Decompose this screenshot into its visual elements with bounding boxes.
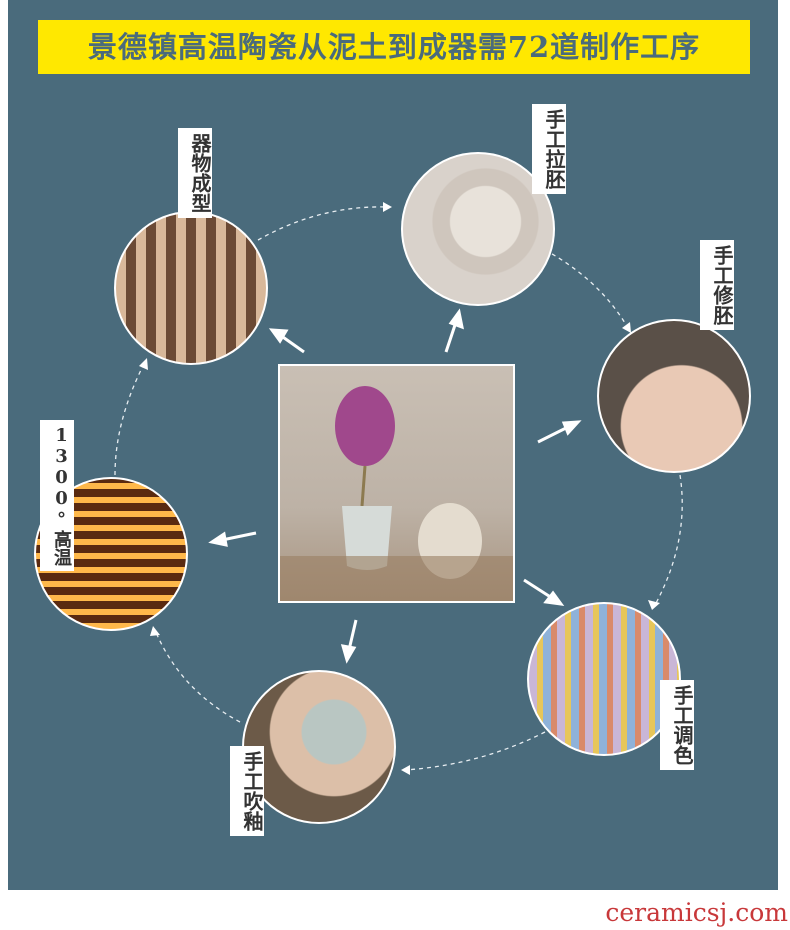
dashed-arc: [257, 206, 389, 241]
arrow: [279, 333, 305, 354]
arrow: [444, 321, 458, 353]
step-label-firing: 1300°高温: [40, 420, 74, 571]
step-label-trimming: 手工修胚: [700, 240, 734, 330]
step-label-glaze-blowing: 手工吹釉: [230, 746, 264, 836]
arrowhead: [401, 765, 410, 775]
product-photo-vases: [278, 364, 515, 603]
arrowhead: [139, 358, 148, 370]
watermark-url: ceramicsj.com: [605, 898, 788, 927]
step-image-forming: [114, 211, 268, 365]
arrowhead: [150, 626, 160, 636]
arrow: [537, 425, 569, 444]
step-label-color-mixing: 手工调色: [660, 680, 694, 770]
step-image-color-mixing: [527, 602, 681, 756]
step-label-throwing: 手工拉胚: [532, 104, 566, 194]
dashed-arc: [544, 249, 629, 329]
dashed-arc: [654, 474, 683, 606]
arrowhead: [648, 600, 660, 610]
step-label-forming: 器物成型: [178, 128, 212, 218]
arrow: [347, 619, 358, 651]
vase-illustration: [280, 386, 513, 601]
page-title: 景德镇高温陶瓷从泥土到成器需72道制作工序: [38, 20, 750, 74]
arrow: [523, 578, 553, 600]
dashed-arc: [154, 629, 241, 723]
step-image-trimming: [597, 319, 751, 473]
arrow: [221, 531, 257, 542]
step-image-glaze-blowing: [242, 670, 396, 824]
arrowhead: [383, 202, 392, 212]
dashed-arc: [114, 361, 146, 476]
arrowhead: [622, 322, 631, 333]
step-image-throwing: [401, 152, 555, 306]
dashed-arc: [404, 731, 546, 771]
